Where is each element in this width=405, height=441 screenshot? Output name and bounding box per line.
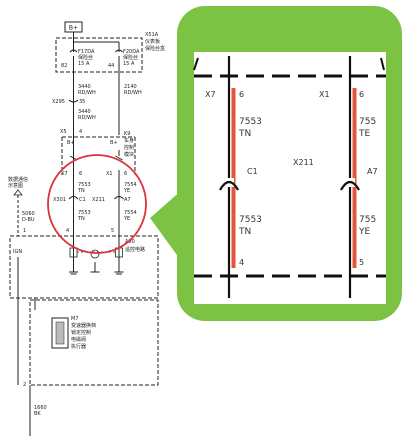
a90-outline [9,235,159,299]
data-display-name2: 示意图 [8,182,23,189]
zoom-c1: C1 [247,167,258,176]
bplus-1: B+ [67,140,75,146]
pin-x7: X7 [61,171,68,177]
zoom-pin-6-right: 6 [359,90,364,99]
conn-x301-label: X301 [53,197,66,203]
zoom-panel [194,52,386,304]
fusebox-outline [55,37,143,73]
zoom-wire-left-num: 7553 [239,117,262,127]
zoom-wire-left-num2: 7553 [239,215,262,225]
wire-d-num: 7553 [78,182,91,188]
pin-6a: 6 [79,171,82,177]
ign-label: IGN [13,249,22,255]
conn-x295-label: X295 [52,99,65,105]
pin-1: 1 [23,228,26,234]
fuse1-symbol [69,49,78,53]
m7-coil [51,317,69,349]
zoom-pin-6-left: 6 [239,90,244,99]
conn-a7-label: A7 [124,197,131,203]
wire-a-color: RD/WH [78,90,96,96]
wire-e-color: YE [123,188,130,194]
zoom-conn-c1-symbol [219,180,239,191]
m7-l1: 变速器换档 [71,322,96,329]
wire-b-color: RD/WH [124,90,142,96]
fuse2-code: F20DA [123,49,140,55]
data-arrow-icon [13,189,23,196]
wire-i-num: 1660 [34,405,47,411]
m7-id: M7 [71,316,79,322]
zoom-wire-right-num2: 755 [359,215,376,225]
m7-l3: 电磁阀 [71,336,86,343]
wire-f-num: 7553 [78,210,91,216]
fuse2-name: 保险丝 [123,54,138,61]
fuse1-rating: 15 A [78,61,90,67]
zoom-wire-right-color2: YE [358,227,370,237]
battery-label: B+ [69,25,78,32]
fuse1-name: 保险丝 [78,54,93,61]
wire-g-color: YE [123,216,130,222]
pin-6b: 6 [124,171,127,177]
fusebox-name1: 仪表板 [145,38,160,45]
wire-i-color: BK [34,411,41,417]
wire-f-color: TN [77,216,85,222]
highlight-circle [47,154,147,254]
k9-name1: 车身 [124,137,134,144]
zoom-wire-right-num: 755 [359,117,376,127]
wire-c-color: RD/WH [78,115,96,121]
wire-b-num: 2140 [124,84,137,90]
wire-d-color: TN [77,188,85,194]
pin-4: 4 [79,129,82,135]
pin-4b: 4 [66,228,69,234]
m7-l4: 执行器 [71,343,86,350]
callout-pointer [150,190,182,262]
conn-x5-label: X5 [60,129,67,135]
fusebox-id: X51A [145,32,159,38]
wire-e-num: 7554 [124,182,137,188]
zoom-x1: X1 [319,90,330,99]
conn-c1-symbol [68,196,79,200]
k9-id: K9 [124,131,130,137]
zoom-wire-left-color: TN [238,129,251,139]
zoom-pin-5: 5 [359,258,364,267]
fuse2-pin: 44 [108,63,114,69]
m7-l2: 锁定控制 [71,329,91,336]
conn-a7-symbol [114,196,124,200]
wire-h-num: 5060 [22,211,35,217]
conn-x211-label: X211 [92,197,105,203]
zoom-wire-right-color: TE [358,129,370,139]
pin-5: 5 [111,228,114,234]
conn-c1-label: C1 [79,197,86,203]
conn-x295-symbol [68,99,79,103]
wire-h-color: D-BU [22,217,35,223]
pin-x1: X1 [106,171,113,177]
fuse2-rating: 15 A [123,61,135,67]
wire-c-num: 3440 [78,109,91,115]
zoom-x211: X211 [293,158,314,167]
fuse1-pin: 82 [61,63,67,69]
data-display-name1: 数据通信 [8,176,28,183]
a90-id: A90 [125,239,135,245]
pin-2: 2 [23,382,26,388]
zoom-pin-4: 4 [239,258,244,267]
bplus-2: B+ [110,140,118,146]
fuse2-symbol [115,49,123,53]
zoom-a7: A7 [367,167,378,176]
m7-outline [29,299,159,386]
wire-g-num: 7554 [124,210,137,216]
fuse1-code: F17DA [78,49,95,55]
wire-a-num: 3440 [78,84,91,90]
a90-name: 遥控电路 [125,246,145,253]
k9-name3: 模块 [124,151,134,158]
fusebox-name2: 保险丝盒 [145,45,165,52]
k9-name2: 控制 [124,144,134,151]
zoom-x7: X7 [205,90,216,99]
zoom-conn-a7-symbol [340,180,360,191]
pin-35: 35 [79,99,85,105]
zoom-wire-left-color2: TN [238,227,251,237]
